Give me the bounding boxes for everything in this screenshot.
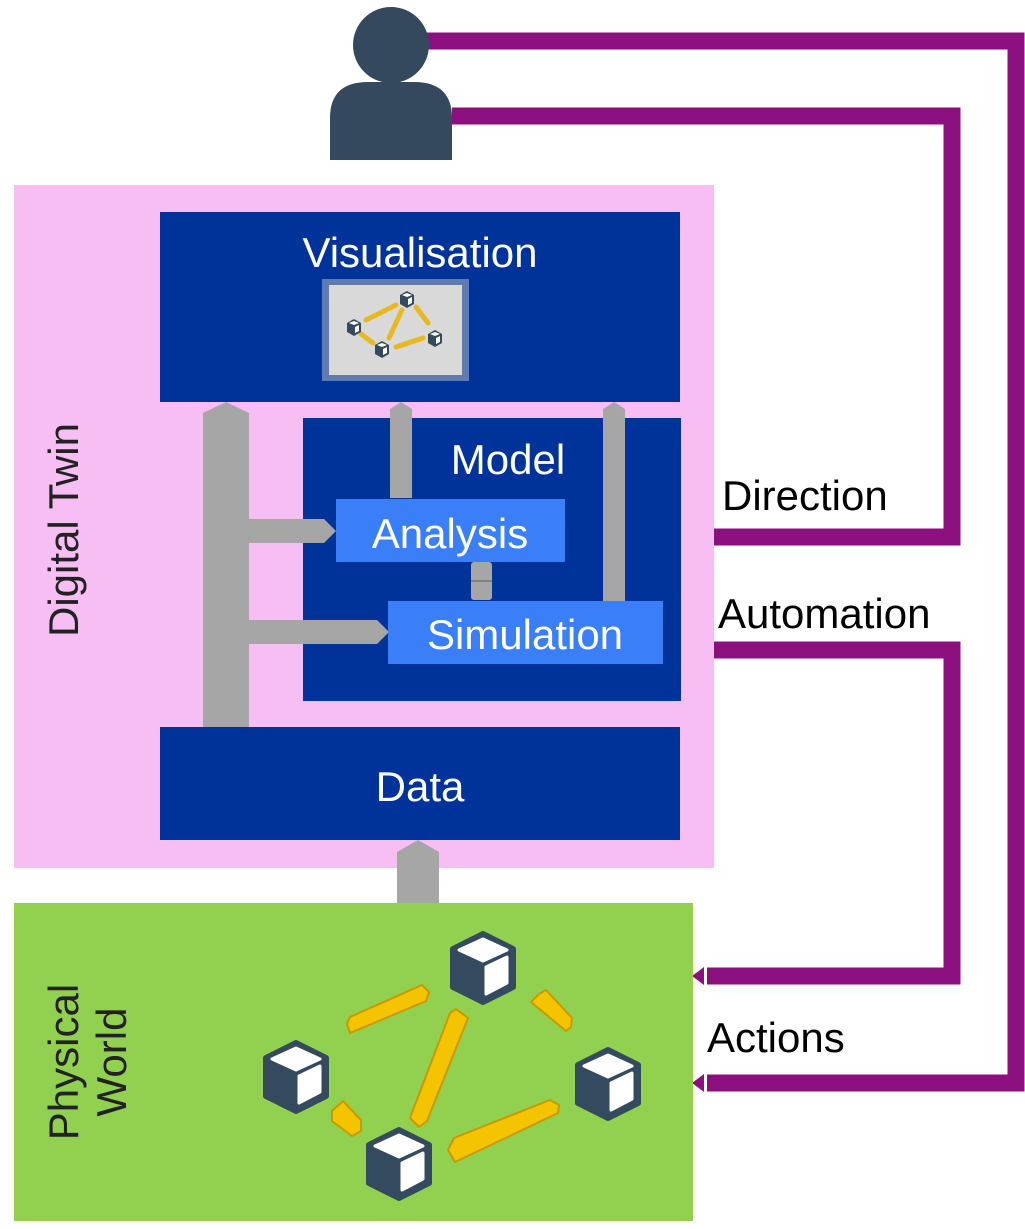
cube-icon: [266, 1043, 326, 1111]
user-icon: [330, 7, 452, 160]
digital-twin-label: Digital Twin: [40, 423, 87, 637]
data-layer: [160, 727, 680, 840]
automation-arrowhead: [692, 967, 704, 985]
device-link: [530, 989, 573, 1032]
device-link: [331, 1100, 362, 1137]
automation-label: Automation: [718, 590, 930, 637]
connectors: [203, 402, 625, 903]
device-link: [447, 1099, 560, 1163]
data-to-simulation-connector: [249, 620, 389, 644]
visualisation-label: Visualisation: [302, 229, 537, 276]
data-to-visualisation-connector: [203, 402, 249, 727]
automation-loop-line: [680, 641, 961, 985]
cube-icon: [578, 1050, 638, 1118]
simulation-to-visualisation-connector: [603, 402, 625, 601]
feedback-loops: [426, 32, 1025, 1092]
actions-arrowhead: [692, 1074, 704, 1092]
physical-world-label-line1: Physical: [40, 984, 87, 1140]
analysis-label: Analysis: [372, 510, 528, 557]
data-label: Data: [376, 763, 465, 810]
device-link: [346, 984, 430, 1034]
direction-label: Direction: [722, 472, 888, 519]
data-to-analysis-connector: [249, 519, 336, 543]
analysis-to-visualisation-connector: [390, 402, 412, 498]
analysis-module: [336, 499, 565, 562]
cube-icon: [369, 1130, 429, 1198]
outer-loop-line: [426, 32, 1025, 1092]
device-links: [331, 984, 573, 1163]
physical-world-label-line2: World: [88, 1008, 135, 1117]
device-link: [409, 1008, 469, 1128]
actions-label: Actions: [707, 1014, 845, 1061]
model-label: Model: [451, 436, 565, 483]
physical-to-data-connector: [397, 840, 439, 903]
simulation-label: Simulation: [427, 611, 623, 658]
inner-loop-line: [452, 107, 961, 546]
simulation-module: [388, 601, 663, 664]
cube-icon: [453, 934, 513, 1002]
network-thumbnail-icon: [322, 279, 469, 381]
